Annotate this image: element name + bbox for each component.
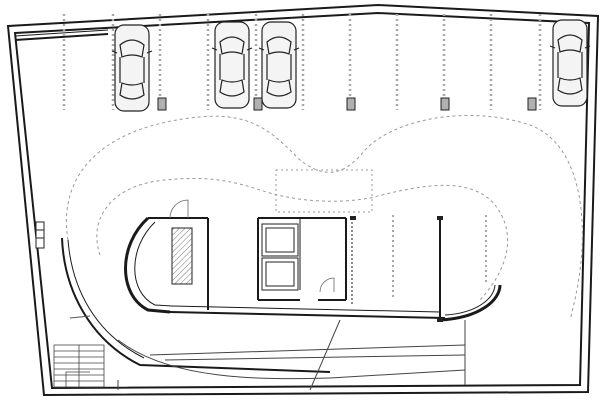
parked-car bbox=[258, 21, 300, 109]
door-marks bbox=[350, 216, 443, 322]
door-swings bbox=[169, 199, 335, 293]
parked-car bbox=[549, 19, 591, 107]
inner-stall-lines bbox=[392, 215, 487, 300]
column bbox=[527, 97, 537, 111]
column bbox=[440, 97, 450, 111]
top-left-wall-segment bbox=[14, 29, 109, 41]
column bbox=[157, 97, 167, 111]
ramp-zone-dashed bbox=[275, 169, 373, 213]
elevator-cabins bbox=[261, 223, 299, 291]
perimeter-wall bbox=[6, 3, 600, 397]
column bbox=[346, 97, 356, 111]
core-walls bbox=[207, 217, 441, 320]
driving-circulation-dashed bbox=[66, 115, 583, 321]
stair bbox=[53, 344, 105, 388]
ramp-lines bbox=[117, 319, 466, 391]
left-side-stair-core bbox=[35, 221, 331, 373]
parking-stall-lines bbox=[62, 14, 542, 110]
hatched-shaft bbox=[171, 227, 193, 285]
column bbox=[253, 97, 263, 111]
parked-car bbox=[211, 21, 253, 109]
central-core bbox=[124, 216, 502, 322]
parked-car bbox=[111, 24, 153, 112]
structural-columns bbox=[157, 97, 537, 111]
